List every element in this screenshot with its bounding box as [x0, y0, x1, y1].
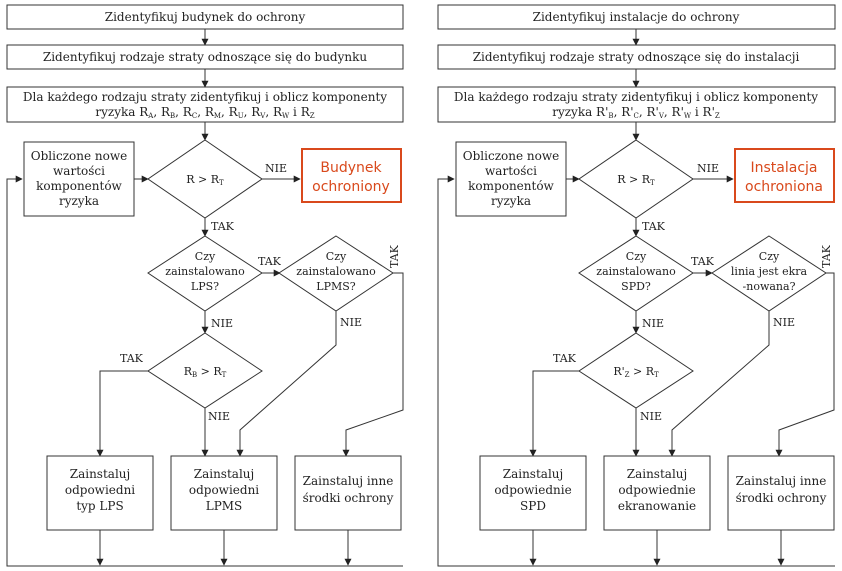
right-step1-box: [437, 4, 836, 30]
svg-text:zainstalowano: zainstalowano: [296, 265, 376, 278]
svg-text:typ LPS: typ LPS: [76, 499, 123, 513]
svg-text:Zainstaluj inne: Zainstaluj inne: [303, 474, 394, 488]
left-step3-line1: Dla każdego rodzaju straty zidentyfikuj …: [23, 90, 387, 104]
svg-text:komponentów: komponentów: [468, 179, 554, 193]
svg-text:odpowiedni: odpowiedni: [189, 483, 259, 497]
left-step1-text: Zidentyfikuj budynek do ochrony: [105, 10, 306, 24]
svg-text:R > RT: R > RT: [186, 173, 224, 187]
svg-text:ryzyka: ryzyka: [491, 194, 531, 208]
left-step3-line2: ryzyka RA, RB, RC, RM, RU, RV, RW i RZ: [95, 105, 314, 120]
svg-text:TAK: TAK: [820, 244, 833, 268]
svg-text:NIE: NIE: [697, 162, 719, 175]
svg-text:LPMS?: LPMS?: [316, 280, 356, 293]
svg-text:Czy: Czy: [195, 250, 216, 263]
svg-text:linia jest ekra: linia jest ekra: [731, 265, 808, 278]
svg-text:Czy: Czy: [326, 250, 347, 263]
svg-text:TAK: TAK: [211, 220, 235, 233]
right-flowchart: Zidentyfikuj instalacje do ochrony Ziden…: [437, 4, 836, 567]
svg-text:Budynek: Budynek: [320, 160, 382, 176]
right-action3-box: [727, 455, 835, 531]
left-action3-box: [294, 455, 402, 531]
svg-text:Dla każdego rodzaju straty zid: Dla każdego rodzaju straty zidentyfikuj …: [454, 90, 818, 104]
svg-text:LPMS: LPMS: [206, 499, 243, 513]
svg-text:środki ochrony: środki ochrony: [303, 491, 394, 505]
left-compute-box: [23, 141, 135, 217]
svg-text:LPS?: LPS?: [191, 280, 219, 293]
svg-text:Zainstaluj: Zainstaluj: [503, 467, 563, 481]
left-step1-box: [6, 4, 404, 30]
svg-text:TAK: TAK: [120, 352, 144, 365]
right-action1-box: [479, 455, 587, 531]
svg-text:Czy: Czy: [759, 250, 780, 263]
svg-text:odpowiednie: odpowiednie: [494, 483, 571, 497]
svg-text:NIE: NIE: [642, 317, 664, 330]
svg-text:NIE: NIE: [340, 316, 362, 329]
svg-text:Zidentyfikuj instalacje do och: Zidentyfikuj instalacje do ochrony: [533, 10, 740, 24]
svg-text:ochroniona: ochroniona: [745, 179, 823, 195]
svg-text:NIE: NIE: [211, 317, 233, 330]
svg-text:wartości: wartości: [53, 164, 105, 178]
right-action2-box: [603, 455, 711, 531]
svg-text:wartości: wartości: [485, 164, 537, 178]
svg-text:Obliczone nowe: Obliczone nowe: [31, 149, 127, 163]
svg-text:ochroniony: ochroniony: [312, 179, 390, 195]
svg-text:TAK: TAK: [388, 244, 401, 268]
svg-text:środki ochrony: środki ochrony: [736, 491, 827, 505]
svg-text:TAK: TAK: [642, 220, 666, 233]
svg-text:R'Z > RT: R'Z > RT: [613, 365, 659, 379]
svg-text:NIE: NIE: [640, 410, 662, 423]
svg-text:odpowiednie: odpowiednie: [618, 483, 695, 497]
svg-text:Zainstaluj: Zainstaluj: [194, 467, 254, 481]
svg-text:Czy: Czy: [626, 250, 647, 263]
svg-text:odpowiedni: odpowiedni: [65, 483, 135, 497]
left-action1-box: [46, 455, 154, 531]
left-step2-text: Zidentyfikuj rodzaje straty odnoszące si…: [43, 50, 368, 64]
svg-text:Zidentyfikuj rodzaje straty od: Zidentyfikuj rodzaje straty odnoszące si…: [473, 50, 800, 64]
left-result-box: [301, 148, 402, 203]
svg-text:zainstalowano: zainstalowano: [165, 265, 245, 278]
svg-text:NIE: NIE: [265, 162, 287, 175]
svg-text:SPD: SPD: [520, 499, 546, 513]
svg-text:NIE: NIE: [773, 316, 795, 329]
svg-text:Instalacja: Instalacja: [751, 160, 818, 176]
right-result-box: [734, 148, 835, 203]
svg-text:TAK: TAK: [258, 255, 282, 268]
svg-text:RB > RT: RB > RT: [184, 365, 227, 379]
svg-text:Zainstaluj inne: Zainstaluj inne: [736, 474, 827, 488]
svg-text:Obliczone nowe: Obliczone nowe: [463, 149, 559, 163]
svg-text:NIE: NIE: [208, 410, 230, 423]
right-compute-box: [455, 141, 567, 217]
svg-text:TAK: TAK: [691, 255, 715, 268]
svg-text:ryzyka: ryzyka: [59, 194, 99, 208]
svg-text:TAK: TAK: [553, 352, 577, 365]
svg-text:-nowana?: -nowana?: [743, 280, 796, 293]
svg-text:komponentów: komponentów: [36, 179, 122, 193]
right-step2-box: [437, 44, 836, 70]
left-action2-box: [170, 455, 278, 531]
svg-text:Zainstaluj: Zainstaluj: [70, 467, 130, 481]
svg-text:ekranowanie: ekranowanie: [618, 499, 696, 513]
svg-text:Zainstaluj: Zainstaluj: [627, 467, 687, 481]
left-step2-box: [6, 44, 404, 70]
left-flowchart: Zidentyfikuj budynek do ochrony Zidentyf…: [6, 4, 404, 567]
svg-text:ryzyka R'B, R'C, R'V, R'W i R': ryzyka R'B, R'C, R'V, R'W i R'Z: [552, 105, 720, 120]
svg-text:zainstalowano: zainstalowano: [596, 265, 676, 278]
svg-text:R > RT: R > RT: [617, 173, 655, 187]
svg-text:SPD?: SPD?: [621, 280, 651, 293]
